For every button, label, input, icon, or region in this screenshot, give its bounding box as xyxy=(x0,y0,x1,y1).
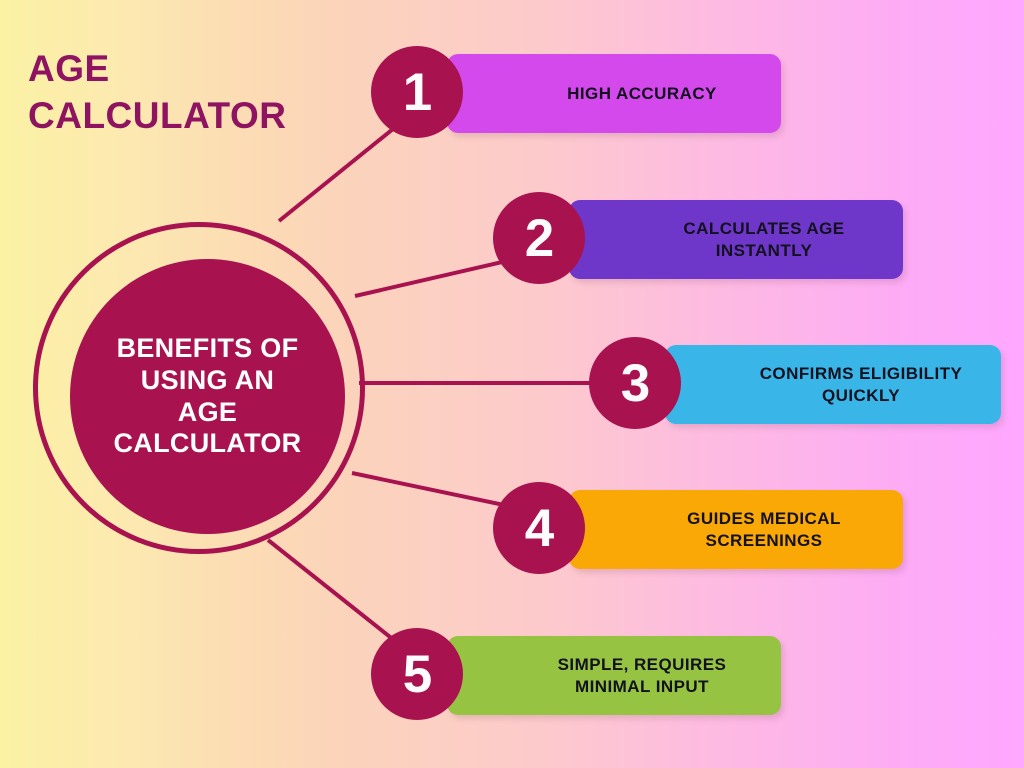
benefit-badge-5[interactable]: 5 xyxy=(371,628,463,720)
benefit-row-3: CONFIRMS ELIGIBILITY QUICKLY 3 xyxy=(589,337,1001,432)
benefit-label-3: CONFIRMS ELIGIBILITY QUICKLY xyxy=(759,364,963,405)
benefit-number-3: 3 xyxy=(620,353,651,413)
benefit-bar-3[interactable]: CONFIRMS ELIGIBILITY QUICKLY xyxy=(665,345,1001,424)
benefit-row-5: SIMPLE, REQUIRES MINIMAL INPUT 5 xyxy=(371,628,781,723)
benefit-badge-3[interactable]: 3 xyxy=(589,337,681,429)
benefit-row-2: CALCULATES AGE INSTANTLY 2 xyxy=(493,192,903,287)
benefit-bar-4[interactable]: GUIDES MEDICAL SCREENINGS xyxy=(569,490,903,569)
benefit-label-4: GUIDES MEDICAL SCREENINGS xyxy=(687,509,841,550)
benefit-badge-1[interactable]: 1 xyxy=(371,46,463,138)
benefit-row-1: HIGH ACCURACY 1 xyxy=(371,46,781,141)
benefit-badge-2[interactable]: 2 xyxy=(493,192,585,284)
benefit-badge-4[interactable]: 4 xyxy=(493,482,585,574)
benefit-bar-1[interactable]: HIGH ACCURACY xyxy=(447,54,781,133)
benefit-number-1: 1 xyxy=(402,62,433,122)
benefit-number-4: 4 xyxy=(524,498,555,558)
hub-outer-ring xyxy=(33,222,365,554)
benefit-row-4: GUIDES MEDICAL SCREENINGS 4 xyxy=(493,482,903,577)
benefit-label-1: HIGH ACCURACY xyxy=(567,83,717,103)
hub-circle: BENEFITS OF USING AN AGE CALCULATOR xyxy=(70,259,345,534)
benefit-bar-5[interactable]: SIMPLE, REQUIRES MINIMAL INPUT xyxy=(447,636,781,715)
benefit-label-5: SIMPLE, REQUIRES MINIMAL INPUT xyxy=(557,655,727,696)
benefit-bar-2[interactable]: CALCULATES AGE INSTANTLY xyxy=(569,200,903,279)
hub-label: BENEFITS OF USING AN AGE CALCULATOR xyxy=(113,332,302,459)
benefit-number-2: 2 xyxy=(524,208,555,268)
benefit-number-5: 5 xyxy=(402,644,433,704)
page-title: AGE CALCULATOR xyxy=(28,48,287,136)
benefit-label-2: CALCULATES AGE INSTANTLY xyxy=(683,219,845,260)
